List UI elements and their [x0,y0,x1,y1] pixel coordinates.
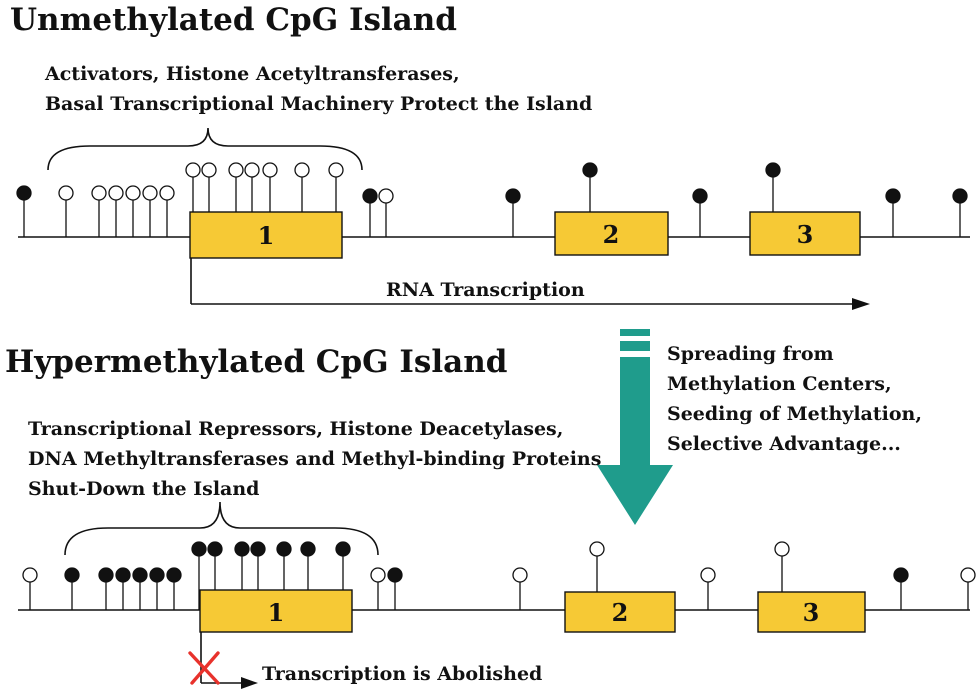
unmethylated-cpg-icon [22,567,38,610]
bottom-panel: Hypermethylated CpG Island Transcription… [5,344,976,689]
top-exon-1: 1 [189,211,343,259]
unmethylated-cpg-icon [91,185,107,237]
repressors-text-line2: DNA Methyltransferases and Methyl-bindin… [28,448,601,470]
unmethylated-cpg-icon [370,567,386,610]
protectors-text-line1: Activators, Histone Acetyltransferases, [44,63,460,85]
exon-box [564,591,676,633]
exon-label: 3 [803,598,820,627]
rna-transcription-label: RNA Transcription [386,279,585,301]
top-brace [47,127,363,171]
x-mark-icon [188,651,220,685]
unmethylated-cpg-icon [58,185,74,237]
exon-label: 3 [797,220,814,249]
top-exon-2: 2 [554,211,669,256]
unmethylated-cpg-icon [159,185,175,237]
methylated-cpg-icon [276,541,292,610]
bottom-title: Hypermethylated CpG Island [5,344,507,380]
methylated-cpg-icon [191,541,207,610]
exon-box [199,589,353,633]
exon-box [749,211,861,256]
methylated-cpg-icon [505,188,521,237]
arrowhead-icon [241,677,258,689]
exon-label: 2 [603,220,620,249]
exon-box [757,591,866,633]
methylated-cpg-icon [362,188,378,237]
transition-line4: Selective Advantage... [667,433,901,455]
top-exon-3: 3 [749,211,861,256]
methylated-cpg-icon [149,567,165,610]
transition-arrow [597,329,673,525]
protectors-text-line2: Basal Transcriptional Machinery Protect … [45,93,592,115]
bottom-exon-2: 2 [564,591,676,633]
transition-line1: Spreading from [667,343,834,365]
bottom-exon-1: 1 [199,589,353,633]
unmethylated-cpg-icon [589,541,605,610]
unmethylated-cpg-icon [700,567,716,610]
methylated-cpg-icon [16,185,32,237]
bottom-cpg-sites [22,541,976,610]
methylated-cpg-icon [952,188,968,237]
transition-line2: Methylation Centers, [667,373,892,395]
repressors-text-line3: Shut-Down the Island [28,478,259,500]
top-title: Unmethylated CpG Island [10,2,457,38]
repressors-text-line1: Transcriptional Repressors, Histone Deac… [28,418,563,440]
methylated-cpg-icon [893,567,909,610]
methylated-cpg-icon [692,188,708,237]
methylated-cpg-icon [98,567,114,610]
exon-box [189,211,343,259]
exon-label: 2 [612,598,629,627]
methylated-cpg-icon [115,567,131,610]
unmethylated-cpg-icon [108,185,124,237]
unmethylated-cpg-icon [512,567,528,610]
methylated-cpg-icon [166,567,182,610]
exon-label: 1 [268,598,285,627]
methylated-cpg-icon [64,567,80,610]
transition-text: Spreading from Methylation Centers, Seed… [667,343,922,455]
transcription-abolished-label: Transcription is Abolished [262,663,542,685]
unmethylated-cpg-icon [142,185,158,237]
bottom-exon-3: 3 [757,591,866,633]
arrowhead-icon [852,298,870,310]
unmethylated-cpg-icon [262,162,278,237]
down-arrow-icon [597,357,673,525]
unmethylated-cpg-icon [960,567,976,610]
bottom-brace [64,501,379,556]
methylated-cpg-icon [387,567,403,610]
unmethylated-cpg-icon [378,188,394,237]
exon-label: 1 [258,221,275,250]
methylated-cpg-icon [132,567,148,610]
top-panel: Unmethylated CpG Island Activators, Hist… [10,2,970,310]
unmethylated-cpg-icon [328,162,344,237]
unmethylated-cpg-icon [125,185,141,237]
transition-line3: Seeding of Methylation, [667,403,922,425]
exon-box [554,211,669,256]
arrow-dash-top [620,329,650,336]
methylated-cpg-icon [885,188,901,237]
rna-transcription-arrow [190,258,870,310]
arrow-dash-mid [620,341,650,351]
